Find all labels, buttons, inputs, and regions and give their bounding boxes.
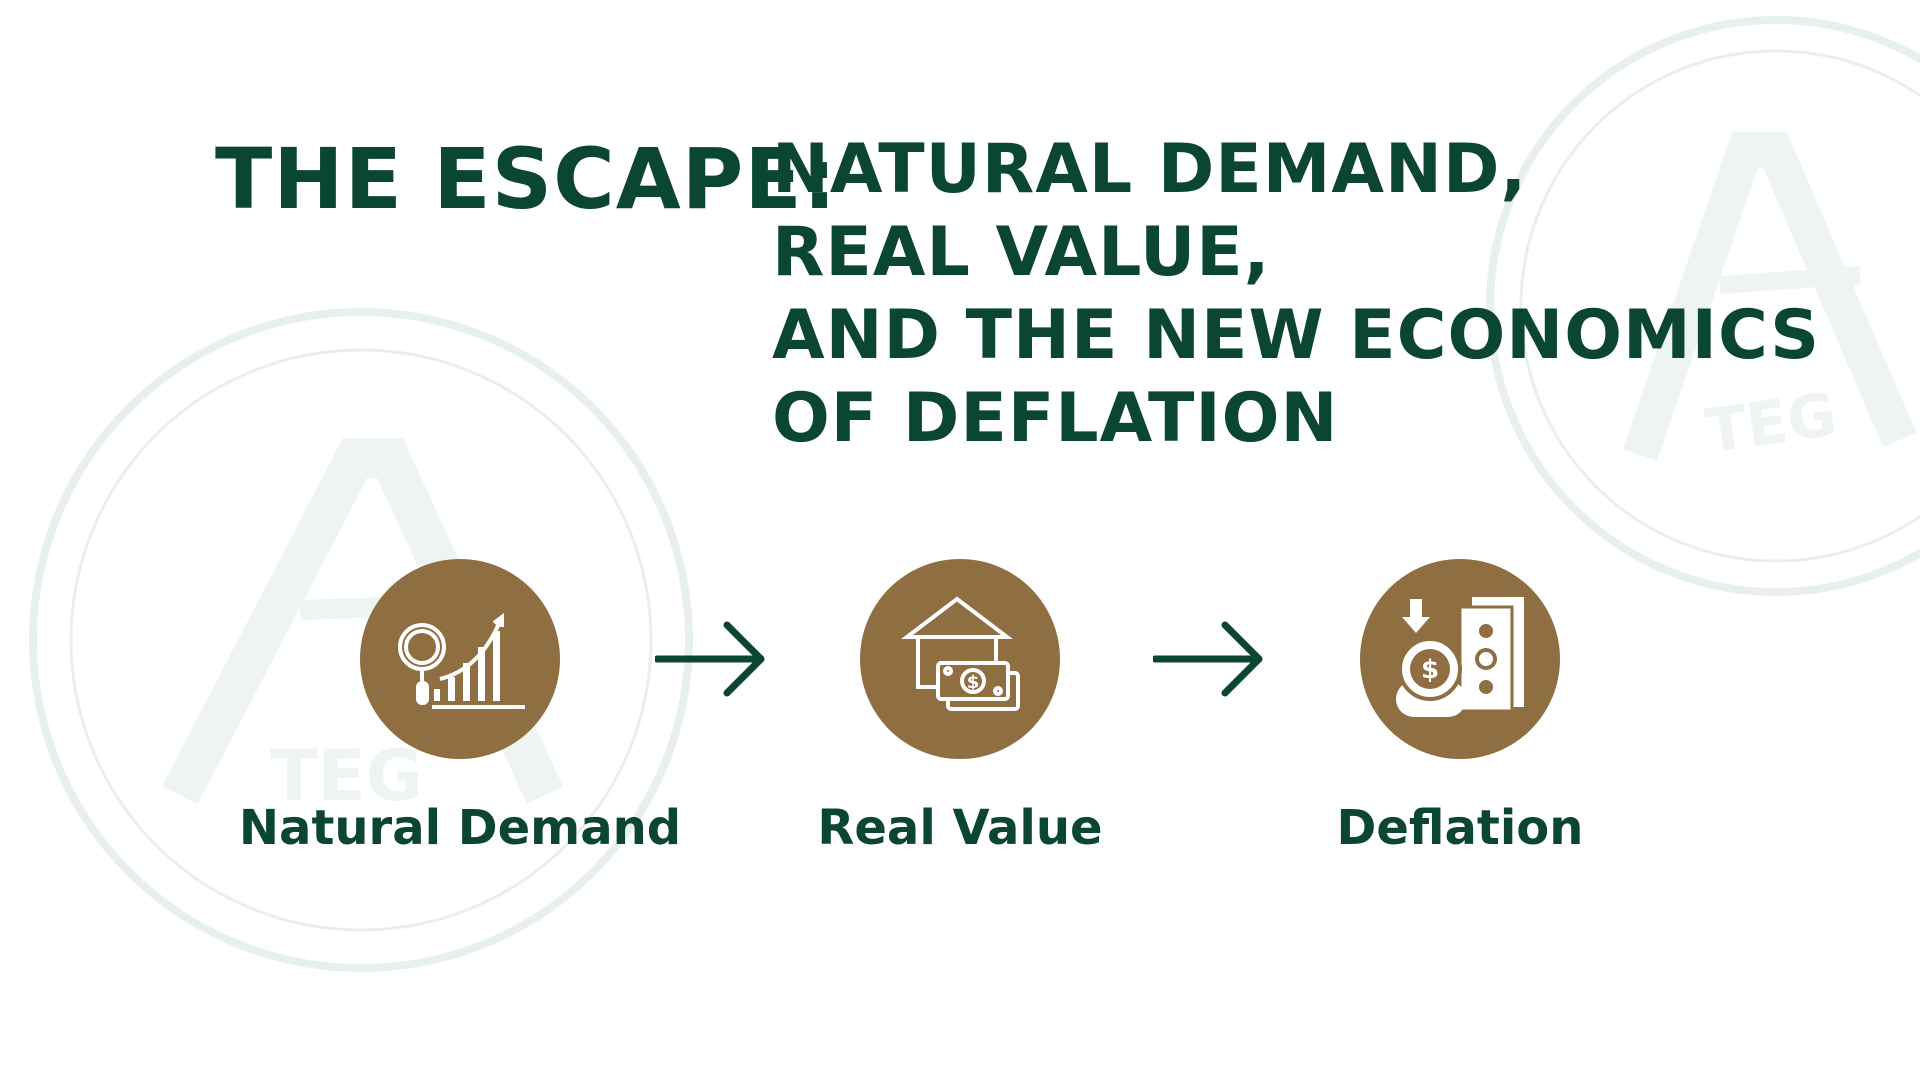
title-line: REAL VALUE, — [772, 213, 1271, 292]
svg-text:$: $ — [1421, 655, 1439, 685]
magnifier-growth-chart-icon — [398, 613, 525, 709]
deflation-circle: $ — [1360, 559, 1560, 759]
title-line: OF DEFLATION — [772, 379, 1339, 458]
svg-text:TEG: TEG — [270, 735, 423, 817]
step-label-natural-demand: Natural Demand — [238, 800, 682, 856]
title-line: AND THE NEW ECONOMICS — [772, 296, 1821, 375]
title-main: NATURAL DEMAND, REAL VALUE, AND THE NEW … — [772, 128, 1820, 460]
arrow-right-icon — [1153, 621, 1263, 697]
house-money-icon: $ — [901, 596, 1020, 711]
watermark-right: TEG — [1486, 16, 1920, 596]
arrow-right-icon — [655, 621, 765, 697]
natural-demand-circle — [360, 559, 560, 759]
coins-down-arrow-icon: $ — [1396, 597, 1524, 717]
svg-text:$: $ — [967, 672, 980, 693]
title-line: NATURAL DEMAND, — [772, 130, 1528, 209]
title-prefix: THE ESCAPE: — [215, 130, 838, 228]
step-label-real-value: Real Value — [817, 800, 1103, 856]
real-value-circle: $ — [860, 559, 1060, 759]
step-label-deflation: Deflation — [1336, 800, 1584, 856]
